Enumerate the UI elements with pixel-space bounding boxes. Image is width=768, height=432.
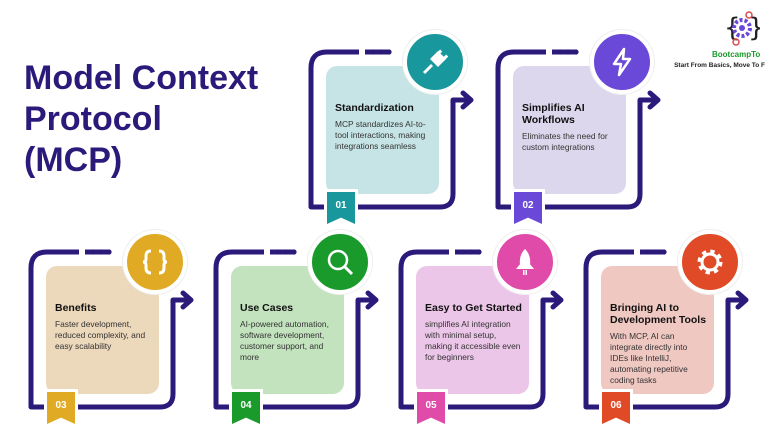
title-line: (MCP)	[24, 141, 123, 179]
step-05: Easy to Get Started simplifies AI integr…	[395, 230, 570, 427]
curly-braces-icon	[123, 230, 187, 294]
step-description: Eliminates the need for custom integrati…	[522, 131, 608, 152]
step-description: AI-powered automation, software developm…	[240, 319, 329, 362]
plug-icon	[403, 30, 467, 94]
title-line: Protocol	[24, 100, 162, 138]
step-title: Easy to Get Started	[425, 302, 522, 314]
lightning-bolt-icon	[590, 30, 654, 94]
flow-frame-arrow	[308, 48, 474, 210]
magnifier-icon	[308, 230, 372, 294]
step-description: MCP standardizes AI-to-tool interactions…	[335, 119, 426, 151]
step-06: Bringing AI to Development Tools With MC…	[580, 230, 755, 427]
step-title: Bringing AI to Development Tools	[610, 302, 707, 326]
step-04: Use Cases AI-powered automation, softwar…	[210, 230, 385, 427]
dots-decoration	[460, 249, 482, 255]
step-01: Standardization MCP standardizes AI-to-t…	[305, 30, 480, 227]
dots-decoration	[370, 49, 392, 55]
dots-decoration	[645, 249, 667, 255]
dots-decoration	[275, 249, 297, 255]
title-line: Model Context	[24, 59, 259, 97]
svg-text:{: {	[724, 13, 741, 43]
step-03: Benefits Faster development, reduced com…	[25, 230, 200, 427]
step-title: Simplifies AI Workflows	[522, 102, 585, 126]
flow-frame-arrow	[398, 248, 564, 410]
step-02: Simplifies AI Workflows Eliminates the n…	[492, 30, 667, 227]
step-card: Bringing AI to Development Tools With MC…	[601, 266, 714, 394]
logo-gear-icon: { }	[724, 11, 760, 46]
logo-name: BootcampTo	[712, 50, 761, 59]
logo-tagline: Start From Basics, Move To F	[674, 62, 765, 69]
flow-frame-arrow	[28, 248, 194, 410]
rocket-icon	[493, 230, 557, 294]
dots-decoration	[90, 249, 112, 255]
step-title: Use Cases	[240, 302, 294, 314]
logo: { } BootcampTo	[708, 10, 768, 62]
step-title: Benefits	[55, 302, 97, 314]
flow-frame-arrow	[583, 248, 749, 410]
page-title: Model Context Protocol (MCP)	[24, 58, 304, 181]
flow-frame-arrow	[213, 248, 379, 410]
flow-frame-arrow	[495, 48, 661, 210]
gear-icon	[678, 230, 742, 294]
step-description: With MCP, AI can integrate directly into…	[610, 331, 688, 385]
dots-decoration	[557, 49, 579, 55]
step-description: simplifies AI integration with minimal s…	[425, 319, 521, 362]
svg-text:}: }	[748, 13, 760, 43]
step-description: Faster development, reduced complexity, …	[55, 319, 146, 351]
step-title: Standardization	[335, 102, 414, 114]
